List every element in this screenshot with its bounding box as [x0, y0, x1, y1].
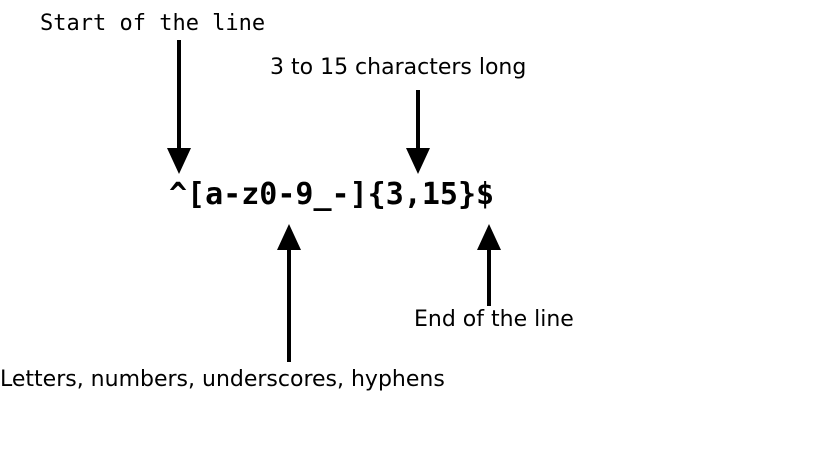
- annotation-label-character-class: Letters, numbers, underscores, hyphens: [0, 367, 445, 392]
- regex-pattern-text: ^[a-z0-9_-]{3,15}$: [169, 177, 495, 212]
- arrow-up-icon-character-class: [277, 224, 301, 362]
- annotation-label-length: 3 to 15 characters long: [270, 55, 527, 80]
- arrow-down-icon-length: [406, 90, 430, 174]
- annotation-label-start-of-line: Start of the line: [40, 11, 266, 36]
- arrow-down-icon-start-of-line: [167, 40, 191, 174]
- annotation-label-end-of-line: End of the line: [414, 307, 574, 332]
- arrow-up-icon-end-of-line: [477, 224, 501, 306]
